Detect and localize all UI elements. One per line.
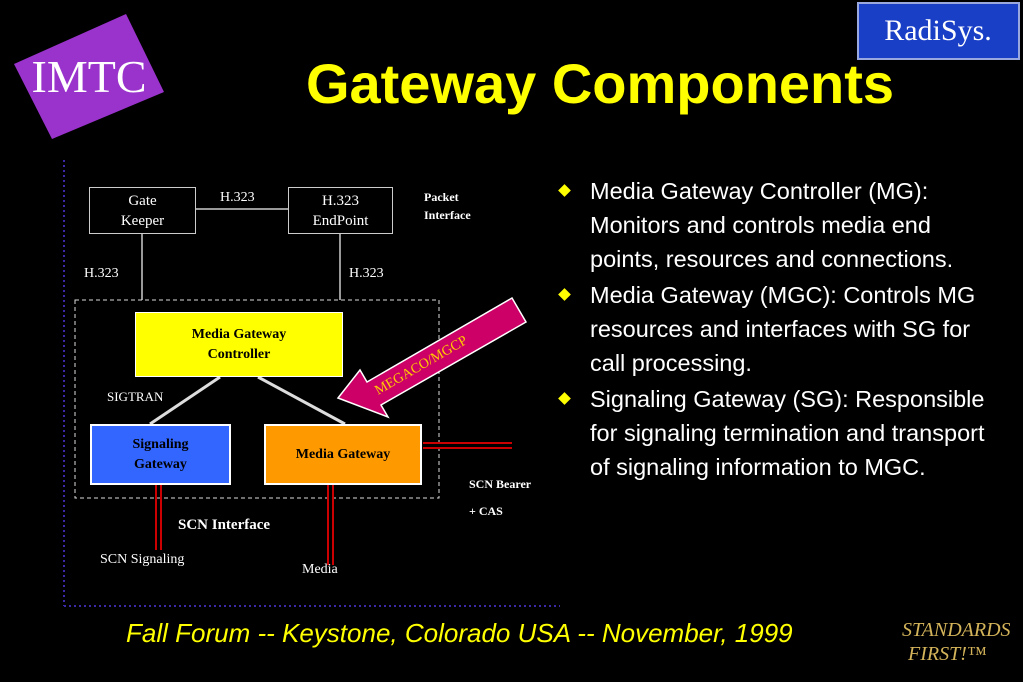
footer-text: Fall Forum -- Keystone, Colorado USA -- … (126, 618, 793, 648)
h323-top-label: H.323 (220, 190, 255, 205)
diamond-bullet-icon (558, 288, 571, 301)
h323-left-label: H.323 (84, 266, 119, 281)
packet-interface-label: Packet Interface (424, 190, 471, 222)
mgc-mg-line (257, 375, 346, 426)
imtc-logo-text: IMTC (32, 51, 147, 102)
h323-right-label: H.323 (349, 266, 384, 281)
gatekeeper-box: Gate Keeper (89, 187, 196, 234)
bullet-list: Media Gateway Controller (MG): Monitors … (556, 174, 1006, 486)
scn-interface-label: SCN Interface (178, 517, 271, 533)
bullet-item: Media Gateway Controller (MG): Monitors … (556, 174, 1006, 276)
slide-title: Gateway Components (305, 52, 895, 115)
imtc-logo: IMTC (14, 14, 164, 139)
megaco-label: MEGACO/MGCP (373, 333, 471, 398)
scn-signaling-label: SCN Signaling (100, 552, 185, 567)
diamond-bullet-icon (558, 392, 571, 405)
cas-label: + CAS (469, 504, 503, 518)
diamond-bullet-icon (558, 184, 571, 197)
endpoint-box: H.323 EndPoint (288, 187, 393, 234)
radisys-logo-text: RadiSys. (884, 14, 992, 47)
bullet-text: Signaling Gateway (SG): Responsible for … (590, 386, 985, 480)
media-label: Media (302, 562, 338, 577)
gateway-diagram: MEGACO/MGCP Gate Keeper H.323 EndPoint H… (0, 140, 560, 610)
bullet-item: Media Gateway (MGC): Controls MG resourc… (556, 278, 1006, 380)
signaling-gateway-box: Signaling Gateway (90, 424, 231, 485)
mgc-box: Media Gateway Controller (135, 312, 343, 377)
standards-first-logo: STANDARDS FIRST!™ (902, 619, 1010, 665)
megaco-arrow (336, 296, 528, 419)
bullet-text: Media Gateway (MGC): Controls MG resourc… (590, 282, 976, 376)
standards-logo-line1: STANDARDS (902, 619, 1010, 641)
gateway-enclosure (74, 299, 440, 499)
bullet-item: Signaling Gateway (SG): Responsible for … (556, 382, 1006, 484)
diagram-lines: MEGACO/MGCP (63, 160, 560, 607)
radisys-logo: RadiSys. (857, 2, 1020, 60)
scn-bearer-label: SCN Bearer (469, 477, 532, 491)
mgc-sg-line (149, 375, 221, 426)
sigtran-label: SIGTRAN (107, 389, 164, 404)
media-gateway-box: Media Gateway (264, 424, 422, 485)
bullet-text: Media Gateway Controller (MG): Monitors … (590, 178, 954, 272)
standards-logo-line2: FIRST!™ (907, 643, 987, 665)
